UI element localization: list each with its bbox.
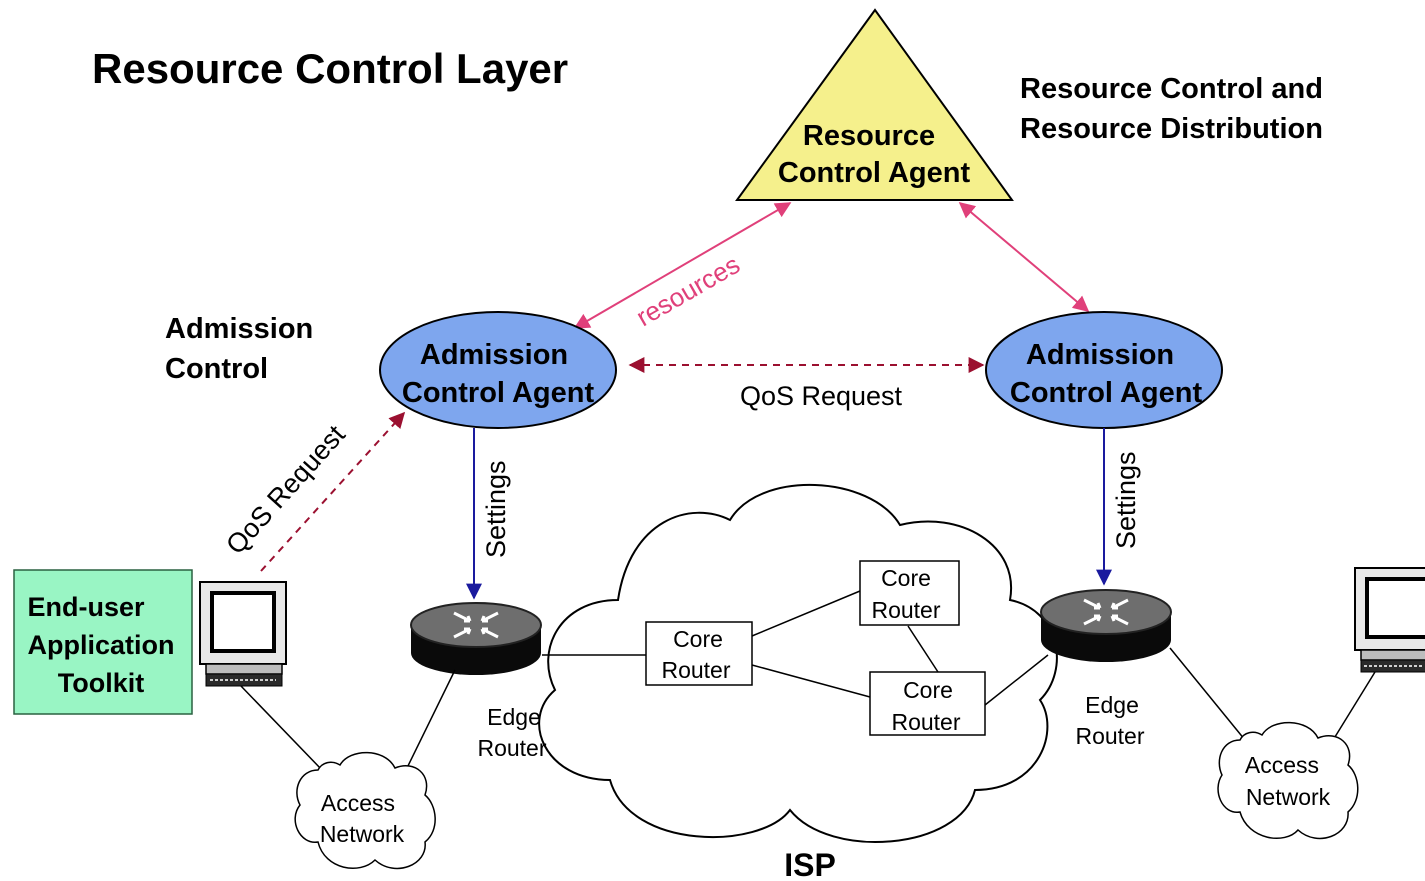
edge-router-left-label-line1: Edge [487, 704, 541, 730]
aca-left-label-line1: Admission [420, 339, 568, 371]
core-router-2: Core Router [859, 560, 960, 626]
access-links [239, 647, 1376, 773]
edge-router-right-label-line2: Router [1075, 723, 1144, 749]
access-network-right-label-line2: Network [1246, 784, 1331, 810]
settings-left-label: Settings [481, 460, 511, 558]
admission-control-agent-right: Admission Control Agent [985, 311, 1223, 429]
core-router-label-line2: Router [661, 657, 730, 683]
settings-right-label: Settings [1111, 451, 1141, 549]
rc-distribution-label-line1: Resource Control and [1020, 73, 1323, 105]
link-core1-core2 [751, 590, 861, 637]
rc-distribution-label-line2: Resource Distribution [1020, 113, 1323, 145]
aca-right-label-line1: Admission [1026, 339, 1174, 371]
link-edge-left-access [404, 669, 456, 773]
end-user-computer-left-icon [199, 581, 287, 687]
end-user-computer-right-icon [1354, 567, 1425, 673]
toolkit-box [13, 569, 193, 715]
access-network-left-label-line2: Network [320, 821, 405, 847]
cloud-links [542, 590, 1049, 706]
core-router-box [645, 621, 753, 686]
aca-left-label-line2: Control Agent [402, 377, 595, 409]
admission-control-label-line1: Admission [165, 313, 313, 345]
aca-left-ellipse [379, 311, 617, 429]
admission-control-agent-left: Admission Control Agent [379, 311, 617, 429]
qos-request-left-arrow [260, 411, 406, 572]
edge-router-left-label-line2: Router [477, 735, 546, 761]
link-edge-right-access [1169, 647, 1246, 741]
core-router-1: Core Router [645, 621, 753, 686]
link-core2-core3 [907, 625, 939, 673]
access-network-right-label-line1: Access [1245, 752, 1319, 778]
isp-cloud [538, 484, 1058, 843]
rca-to-right-aca-arrow [958, 201, 1090, 313]
access-network-right: Access Network [1217, 721, 1359, 840]
access-network-left-label-line1: Access [321, 790, 395, 816]
qos-request-left-label: QoS Request [220, 419, 351, 560]
core-router-label-line1: Core [903, 677, 953, 703]
end-user-toolkit: End-user Application Toolkit [13, 569, 193, 715]
rca-label-line1: Resource [803, 120, 935, 152]
link-pc-left-access [239, 684, 323, 771]
qos-request-middle-label: QoS Request [740, 381, 903, 411]
core-router-3: Core Router [869, 671, 986, 736]
link-pc-right-access [1329, 671, 1376, 746]
toolkit-label-line3: Toolkit [58, 668, 144, 698]
isp-label: ISP [784, 847, 836, 881]
toolkit-label-line2: Application [28, 630, 175, 660]
core-router-box [859, 560, 960, 626]
core-router-box [869, 671, 986, 736]
edge-router-right-label-line1: Edge [1085, 692, 1139, 718]
edge-router-right-icon [1039, 588, 1173, 664]
access-network-left-cloud [294, 751, 436, 870]
access-network-right-cloud [1217, 721, 1359, 840]
link-core3-edge-right [984, 654, 1049, 706]
core-router-label-line1: Core [673, 626, 723, 652]
edge-router-left-icon [409, 601, 543, 677]
rca-label-line2: Control Agent [778, 157, 971, 189]
page-title: Resource Control Layer [92, 45, 568, 92]
link-core1-core3 [751, 664, 871, 698]
resource-control-agent: Resource Control Agent [735, 8, 1014, 201]
resources-arrow [573, 202, 792, 329]
aca-right-label-line2: Control Agent [1010, 377, 1203, 409]
access-network-left: Access Network [294, 751, 436, 870]
core-router-label-line1: Core [881, 565, 931, 591]
toolkit-label-line1: End-user [27, 592, 145, 622]
admission-control-label-line2: Control [165, 353, 268, 385]
rca-triangle [735, 8, 1014, 201]
core-router-label-line2: Router [871, 597, 940, 623]
core-router-label-line2: Router [891, 709, 960, 735]
